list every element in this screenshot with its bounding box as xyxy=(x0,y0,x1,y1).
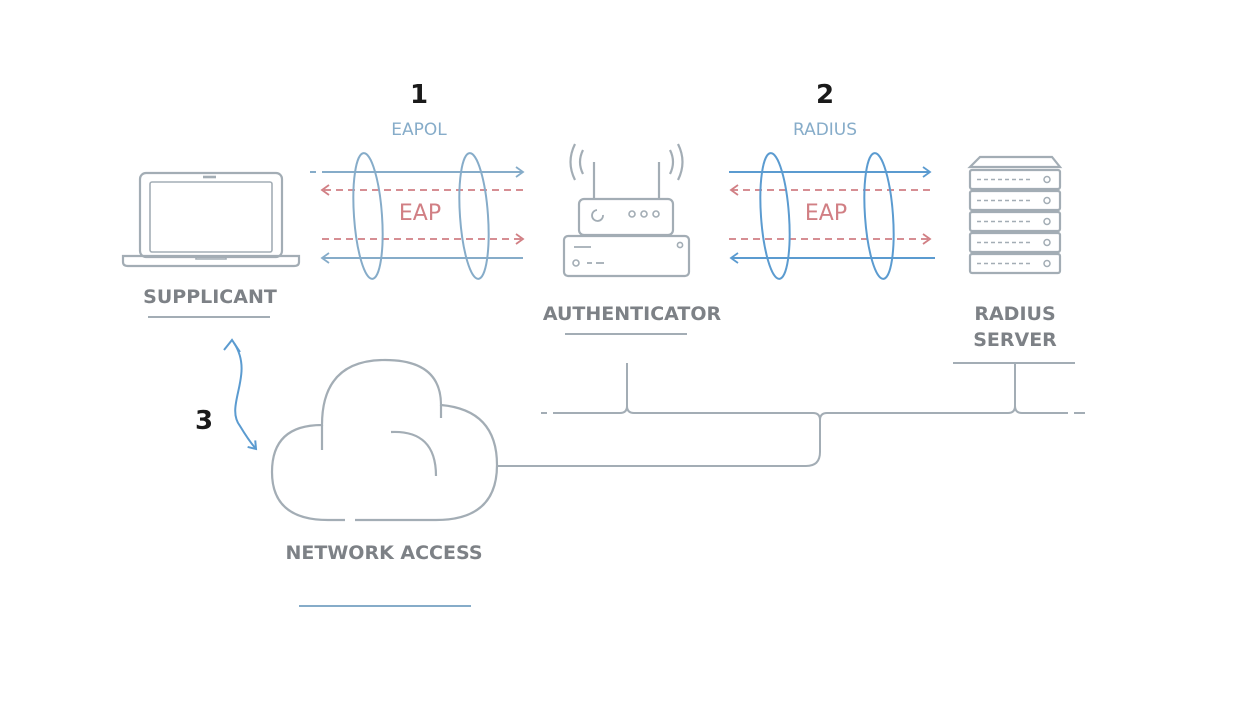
server-rack-icon xyxy=(967,155,1063,275)
authenticator-label: AUTHENTICATOR xyxy=(542,303,722,325)
step-2-number: 2 xyxy=(815,80,835,110)
supplicant-label: SUPPLICANT xyxy=(143,286,277,308)
radius-tunnel xyxy=(729,152,935,280)
eap-label-1: EAP xyxy=(398,201,442,226)
network-bus xyxy=(497,363,1085,467)
eap-label-2: EAP xyxy=(804,201,848,226)
cloud-icon xyxy=(270,358,499,522)
eapol-label: EAPOL xyxy=(391,120,447,140)
network-access-label: NETWORK ACCESS xyxy=(285,542,483,564)
step-1-number: 1 xyxy=(409,80,429,110)
eapol-tunnel xyxy=(310,152,525,280)
radius-server-label-line-2: SERVER xyxy=(973,329,1057,351)
radius-server-label: RADIUS SERVER xyxy=(973,301,1057,353)
step-3-arrow xyxy=(233,342,258,451)
radius-label: RADIUS xyxy=(792,120,858,140)
router-icon xyxy=(562,143,691,278)
step-3-arrowhead-top xyxy=(223,338,241,353)
radius-server-label-line-1: RADIUS xyxy=(974,303,1056,325)
step-3-number: 3 xyxy=(194,406,214,436)
laptop-icon xyxy=(121,171,301,268)
